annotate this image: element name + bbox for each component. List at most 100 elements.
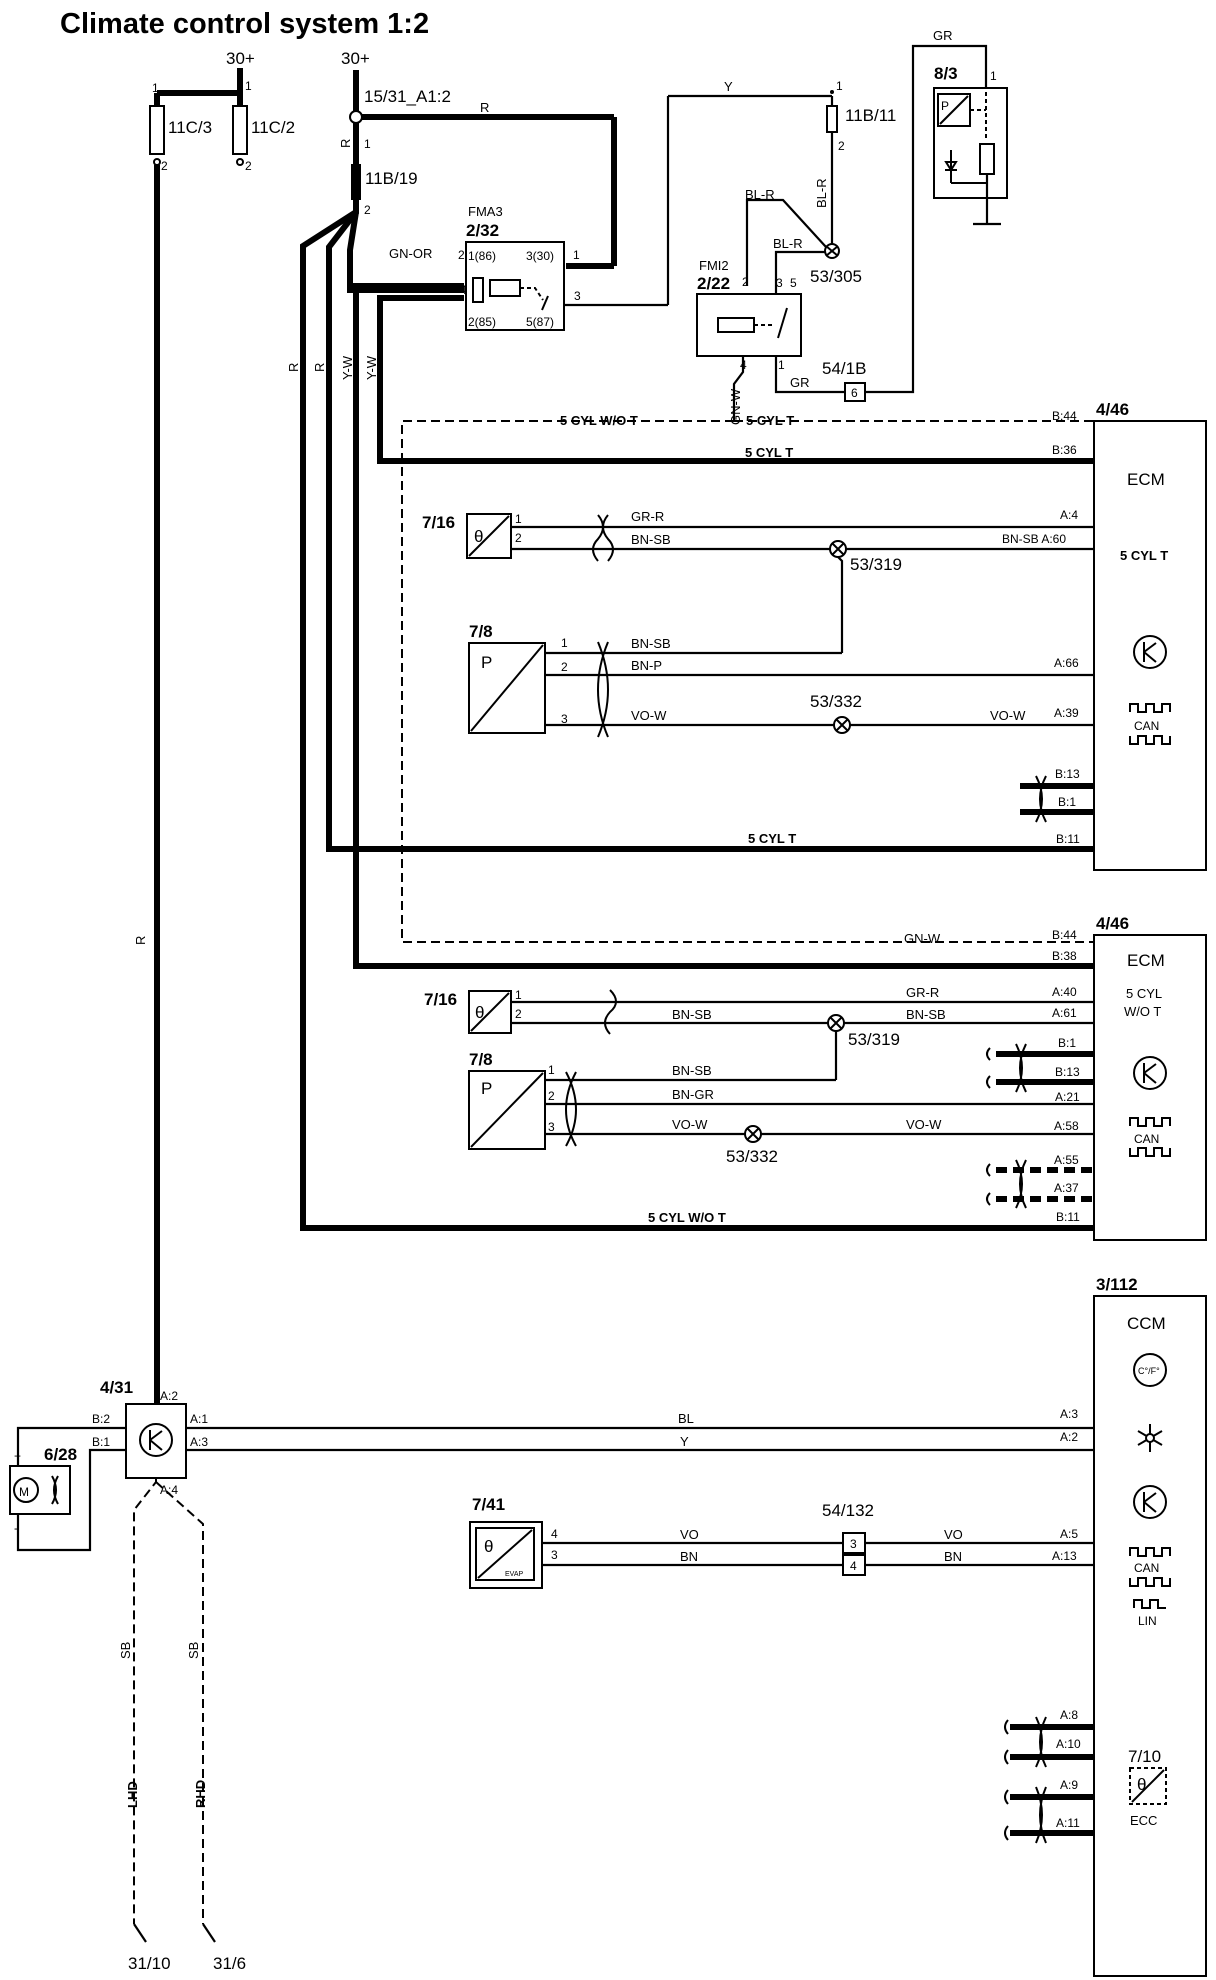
pressure-sensor-7-8-b: 7/8 P 1 2 3 — [468, 1050, 555, 1150]
wire-gn-w-dashed — [401, 420, 1094, 943]
fan-ctrl-pin-b1: B:1 — [92, 1435, 110, 1449]
svg-text:5: 5 — [790, 276, 797, 290]
fuse-11b11-label: 11B/11 — [845, 106, 896, 125]
wire-label-r-vert: R — [338, 139, 353, 148]
wire-yw-b36 — [377, 295, 1094, 464]
wire-label-y-b: Y — [680, 1434, 689, 1449]
ecc-sensor-label: 7/10 — [1128, 1747, 1161, 1766]
fan-ctrl-pin-a3: A:3 — [190, 1435, 208, 1449]
svg-text:3: 3 — [850, 1537, 857, 1551]
ecm-a-pin-b13: B:13 — [1055, 767, 1080, 781]
svg-text:2: 2 — [364, 203, 371, 217]
transistor-icon — [1133, 635, 1167, 669]
ccm-name: CCM — [1127, 1314, 1166, 1333]
wire-label-gn-w: GN-W — [904, 931, 941, 946]
ccm-id: 3/112 — [1096, 1275, 1138, 1294]
svg-text:2: 2 — [245, 159, 252, 173]
ecc-sensor-icon — [1129, 1767, 1167, 1805]
svg-text:1: 1 — [548, 1063, 555, 1077]
ecm-a-pin-b44: B:44 — [1052, 409, 1077, 423]
wire-label-vo-a: VO — [680, 1527, 699, 1542]
ecm-a-pin-b11: B:11 — [1056, 832, 1080, 846]
can-label-b: CAN — [1134, 1132, 1159, 1146]
connector-54-132: 54/132 3 4 — [822, 1501, 874, 1576]
ccm-temp-unit: C°/F° — [1138, 1366, 1160, 1376]
ccm-pin-a3: A:3 — [1060, 1407, 1078, 1421]
ecm-b-pin-a37: A:37 — [1054, 1181, 1079, 1195]
svg-text:4: 4 — [551, 1527, 558, 1541]
wire-r-5cyl-wot-b11 — [300, 200, 1094, 1231]
svg-text:2: 2 — [161, 159, 168, 173]
ecm-b-variant2: W/O T — [1124, 1004, 1161, 1019]
connector-54-1b-label: 54/1B — [822, 359, 866, 378]
wire-label-bn-sb-b: BN-SB — [631, 636, 671, 651]
temp-sensor-b-label: 7/16 — [424, 990, 457, 1009]
motor-icon — [13, 1477, 39, 1503]
temp-unit-icon — [1133, 1353, 1167, 1387]
relay-fmi2-id: 2/22 — [697, 274, 730, 293]
wire-label-vo-w-b: VO-W — [990, 708, 1026, 723]
ccm-pin-a13: A:13 — [1052, 1549, 1077, 1563]
pressure-switch-label: 8/3 — [934, 64, 958, 83]
evap-sensor-label: 7/41 — [472, 1495, 505, 1514]
ecm-b-pin-b11: B:11 — [1056, 1210, 1080, 1224]
svg-text:6: 6 — [851, 386, 858, 400]
relay-fma3-pin-87: 5(87) — [526, 315, 554, 329]
evap-sensor-7-41: 7/41 θ EVAP 4 3 — [469, 1495, 558, 1589]
wire-label-vo-w-d: VO-W — [906, 1117, 942, 1132]
svg-text:1: 1 — [561, 636, 568, 650]
ecm-b-pin-b38: B:38 — [1052, 949, 1077, 963]
snowflake-icon — [1137, 1424, 1163, 1452]
ecm-b-pin-a55: A:55 — [1054, 1153, 1079, 1167]
fuse-11c3-label: 11C/3 — [168, 118, 212, 137]
fuse-11b11: 1 2 11B/11 — [826, 79, 896, 246]
pressure-sensor-a-label: 7/8 — [469, 622, 493, 641]
ecm-b-pin-a21: A:21 — [1055, 1090, 1080, 1104]
evap-tag: EVAP — [505, 1571, 523, 1578]
relay-fma3-pin-85: 2(85) — [468, 315, 496, 329]
svg-text:3: 3 — [551, 1548, 558, 1562]
svg-text:θ: θ — [475, 1003, 484, 1022]
lin-label: LIN — [1138, 1614, 1157, 1628]
ccm-module: 3/112 CCM C°/F° CAN LIN 7/10 θ ECC — [1093, 1275, 1207, 1977]
ecm-b-id: 4/46 — [1096, 914, 1129, 933]
svg-text:3: 3 — [561, 712, 568, 726]
fan-ctrl-pin-a4: A:4 — [160, 1483, 178, 1497]
path-label-5cyl-t-2: 5 CYL T — [745, 445, 793, 460]
supply-label-right: 30+ — [341, 49, 370, 68]
svg-text:-: - — [14, 1521, 18, 1535]
node-53-319-a-label: 53/319 — [850, 555, 902, 574]
fuse-11c2-label: 11C/2 — [251, 118, 295, 137]
wire-label-bn-sb-d: BN-SB — [906, 1007, 946, 1022]
svg-text:4: 4 — [850, 1559, 857, 1573]
node-53-305-label: 53/305 — [810, 267, 862, 286]
relay-fma3-pin-30: 3(30) — [526, 249, 554, 263]
ecm-b-pin-b1: B:1 — [1058, 1036, 1076, 1050]
diagram-title: Climate control system 1:2 — [60, 8, 429, 40]
svg-text:2: 2 — [458, 248, 465, 262]
ecm-b-pin-b13: B:13 — [1055, 1065, 1080, 1079]
wire-label-gr-r-b: GR-R — [906, 985, 939, 1000]
svg-text:1: 1 — [836, 79, 843, 93]
path-label-5cyl-t-3: 5 CYL T — [748, 831, 796, 846]
transistor-icon-fan — [139, 1423, 173, 1457]
ecm-a-id: 4/46 — [1096, 400, 1129, 419]
ecm-b-name: ECM — [1127, 951, 1165, 970]
relay-fmi2-name: FMI2 — [699, 258, 729, 273]
ecm-a-pin-b36: B:36 — [1052, 443, 1077, 457]
can-label-ccm: CAN — [1134, 1561, 1159, 1575]
connector-54-1b: 6 54/1B — [822, 359, 866, 402]
wire-label-r-a: R — [286, 363, 301, 372]
relay-fmi2: FMI2 2/22 2 3 5 4 1 — [696, 258, 802, 372]
wire-label-gr-b: GR — [933, 28, 953, 43]
ecm-b-pin-a40: A:40 — [1052, 985, 1077, 999]
wire-gn-or — [347, 211, 464, 293]
relay-fma3-coil-icon — [472, 277, 484, 303]
ground-switch-icon-rhd — [202, 1923, 216, 1943]
fan-ctrl-id: 4/31 — [100, 1378, 133, 1397]
wire-label-y: Y — [724, 79, 733, 94]
wire-label-vo-w-c: VO-W — [672, 1117, 708, 1132]
ground-31-6: 31/6 — [213, 1954, 246, 1973]
ground-31-10: 31/10 — [128, 1954, 171, 1973]
node-53-319-b-label: 53/319 — [848, 1030, 900, 1049]
